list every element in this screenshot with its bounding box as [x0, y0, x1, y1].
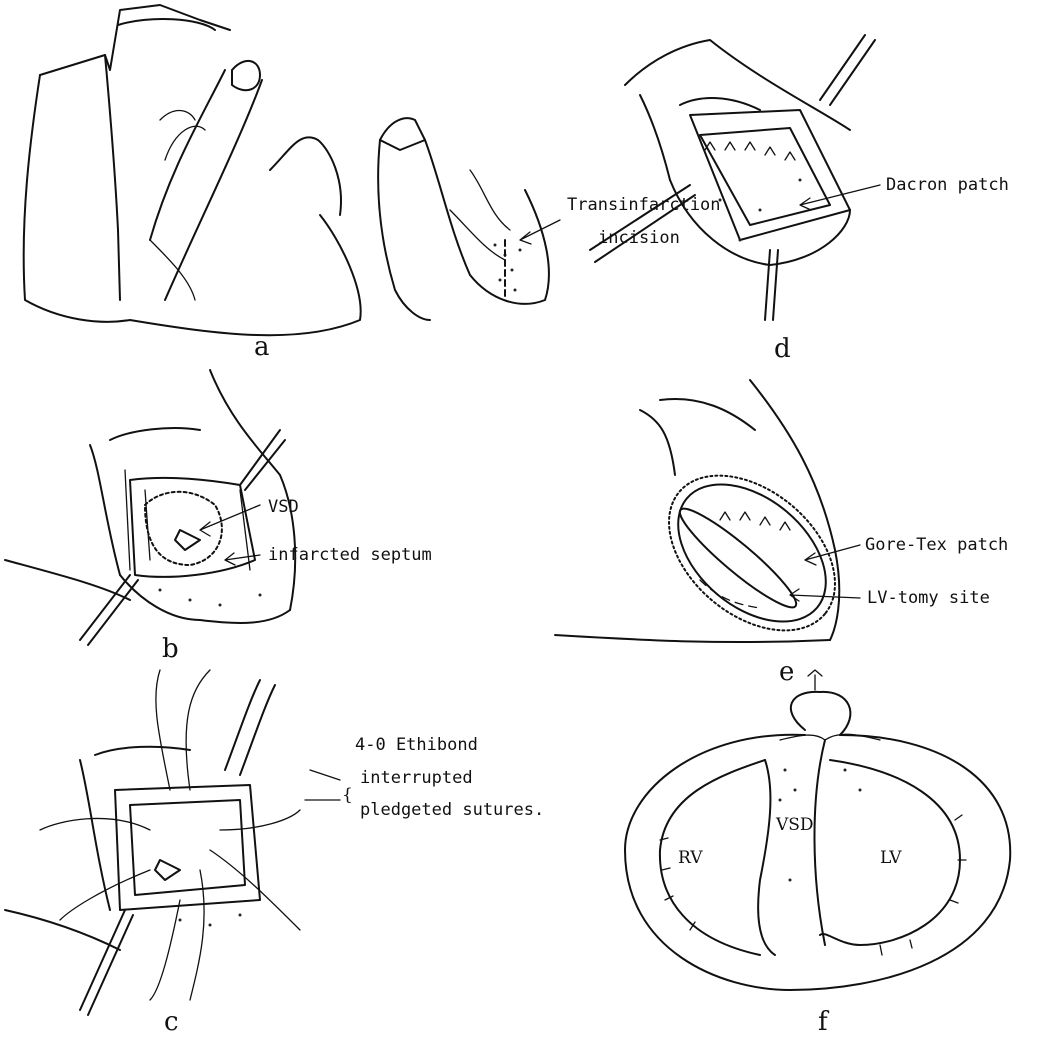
label-dacron-patch: Dacron patch [886, 175, 1009, 195]
panel-f: RV VSD LV f [625, 670, 1010, 1037]
arrow-vsd-b [200, 505, 260, 536]
label-vsd-b: VSD [268, 497, 299, 517]
label-lvtomy-site: LV-tomy site [867, 588, 990, 608]
panel-letter-c: c [164, 1007, 179, 1037]
label-goretex-patch: Gore-Tex patch [865, 535, 1008, 555]
brace-c: { [342, 785, 353, 805]
label-rv: RV [678, 848, 703, 868]
patch-d [590, 35, 875, 320]
suture-field-c [5, 670, 300, 1015]
panel-letter-d: d [774, 334, 791, 364]
heart-outline-a [24, 5, 549, 335]
label-transinfarction: Transinfarction [567, 195, 721, 215]
label-vsd-f: VSD [775, 815, 814, 835]
panel-letter-e: e [779, 657, 794, 687]
panel-letter-a: a [254, 332, 270, 362]
label-interrupted: interrupted [360, 768, 473, 788]
cross-section-f [625, 670, 1010, 990]
panel-a: Transinfarction incision a [24, 5, 721, 362]
panel-c: { 4-0 Ethibond interrupted pledgeted sut… [5, 670, 544, 1037]
arrow-goretex [805, 545, 860, 565]
panel-b: VSD infarcted septum b [5, 370, 432, 664]
label-infarcted-septum: infarcted septum [268, 545, 432, 565]
goretex-repair-e [555, 380, 865, 662]
label-pledgeted: pledgeted sutures. [360, 800, 544, 820]
label-ethibond: 4-0 Ethibond [355, 735, 478, 755]
ventricle-opening-b [5, 370, 295, 645]
panel-e: Gore-Tex patch LV-tomy site e [555, 380, 1008, 687]
panel-letter-b: b [162, 634, 179, 664]
panel-letter-f: f [818, 1007, 830, 1037]
label-lv: LV [880, 848, 902, 868]
arrows-c [305, 770, 340, 800]
